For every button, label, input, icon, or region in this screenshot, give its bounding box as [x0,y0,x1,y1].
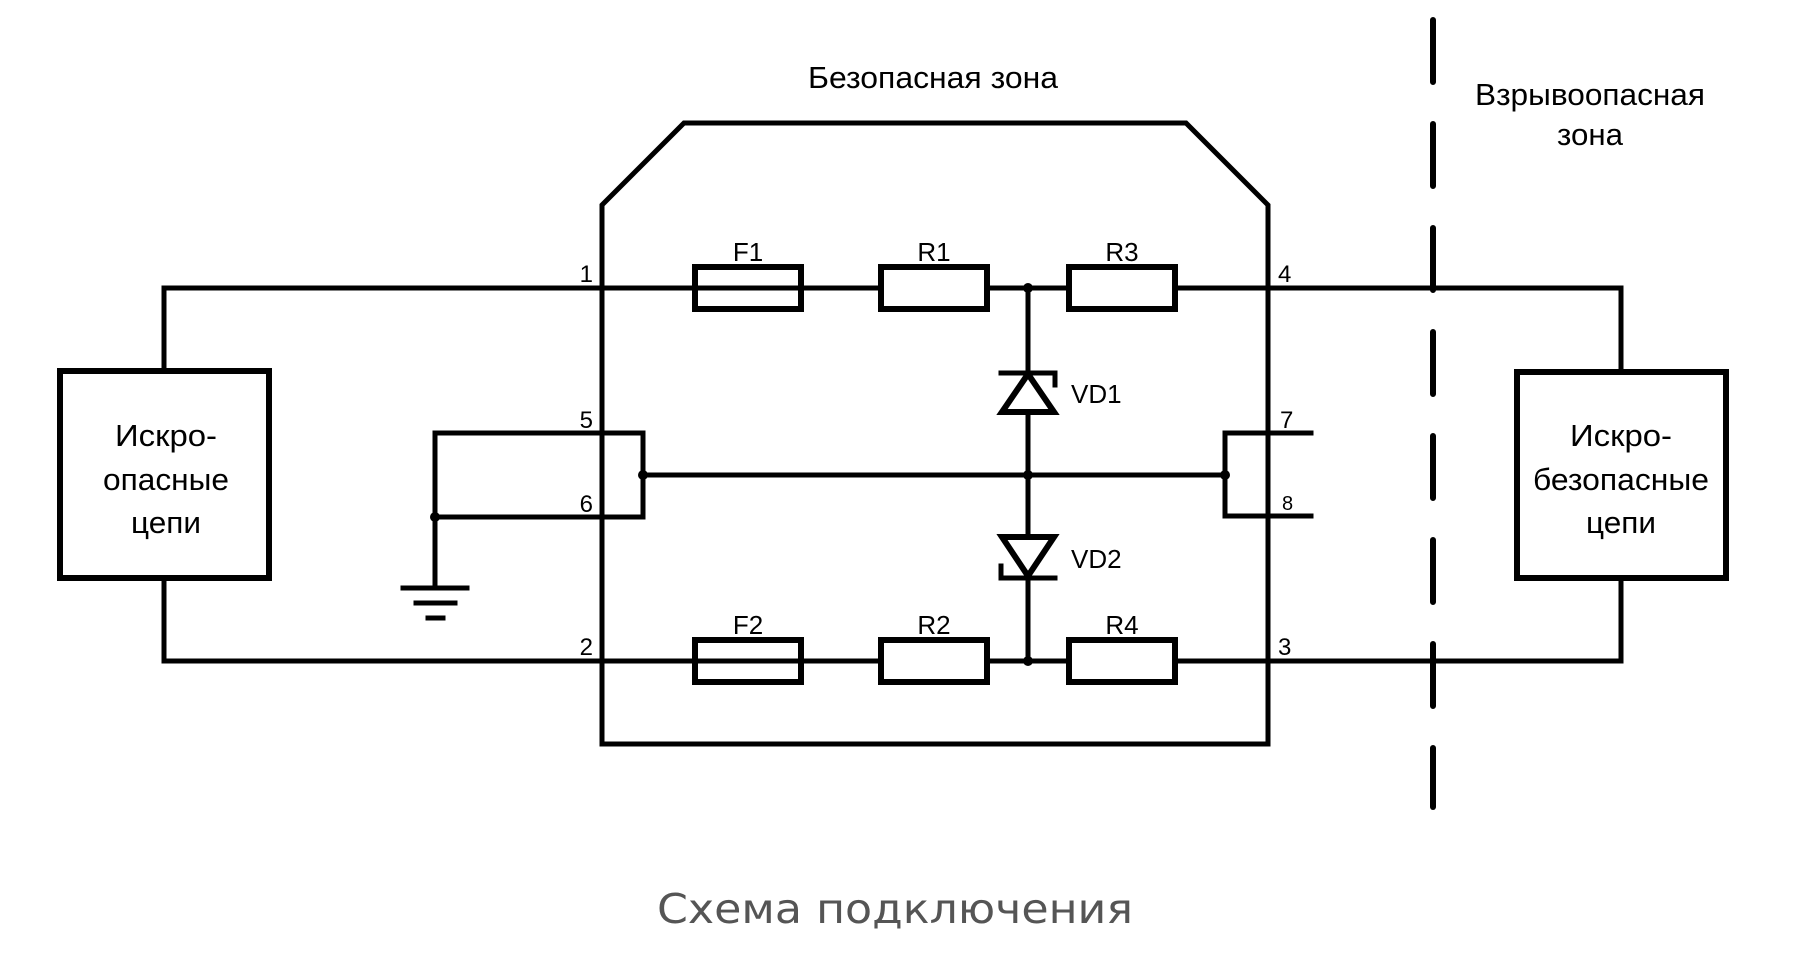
hazardous-circuits-block [57,368,272,581]
pin-6-label: 6 [580,491,593,518]
label-r3: R3 [1105,237,1138,267]
wire-line-2-left [161,575,698,664]
left-block-line-2: опасные [103,462,229,497]
pin-2-label: 2 [580,634,593,661]
ground-icon [400,585,470,621]
left-block-line-1: Искро- [115,418,217,453]
fuse-f2 [692,637,804,685]
label-f1: F1 [733,237,763,267]
label-r1: R1 [917,237,950,267]
safe-circuits-block [1514,369,1729,581]
pin-1-label: 1 [580,261,593,288]
junction-dot [1220,470,1230,480]
pin-8-label: 8 [1282,493,1293,515]
right-block-line-2: безопасные [1533,462,1709,497]
resistor-r4 [1066,637,1178,685]
resistor-r1 [878,264,990,312]
wire-line-3-right [1172,575,1624,664]
right-block-line-3: цепи [1586,505,1656,540]
left-block-line-3: цепи [131,505,201,540]
label-vd2: VD2 [1071,544,1122,574]
barrier-enclosure [599,120,1271,747]
right-block-line-1: Искро- [1570,418,1672,453]
wire-pins-5-6-loop [432,430,646,591]
diagram-caption: Схема подключения [657,885,1133,933]
hazardous-zone-label-line2: зона [1557,117,1624,152]
wire-line-1-left [161,285,698,374]
junction-dot [430,512,440,522]
junction-dot [1023,283,1033,293]
zener-diode-vd1-icon [996,368,1060,415]
label-r2: R2 [917,610,950,640]
label-f2: F2 [733,610,763,640]
pin-7-label: 7 [1280,407,1293,434]
label-vd1: VD1 [1071,379,1122,409]
resistor-r3 [1066,264,1178,312]
wire-line-4-right [1172,285,1624,375]
label-r4: R4 [1105,610,1138,640]
fuse-f1 [692,264,804,312]
junction-dot [1023,656,1033,666]
resistor-r2 [878,637,990,685]
pin-4-label: 4 [1278,261,1291,288]
zener-diode-vd2-icon [996,534,1060,582]
safe-zone-label: Безопасная зона [808,60,1059,95]
pin-3-label: 3 [1278,634,1291,661]
junction-dot [638,470,648,480]
junction-dot [1023,470,1033,480]
pin-5-label: 5 [580,407,593,434]
hazardous-zone-label-line1: Взрывоопасная [1475,77,1705,112]
